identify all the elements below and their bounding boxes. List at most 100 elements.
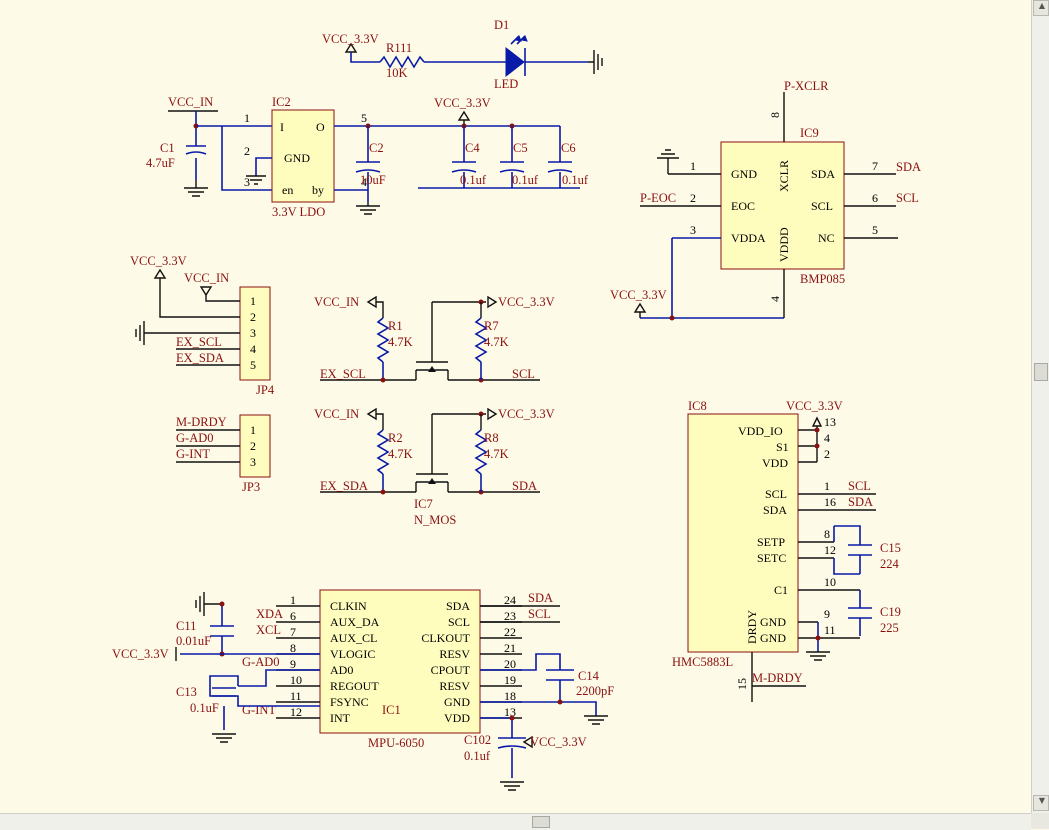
hmc-pin-num-4: 4 — [824, 431, 830, 445]
mpu-right-pin-number: 21 — [504, 641, 516, 655]
capacitor-c1-icon — [185, 145, 207, 155]
mpu-right-pin-number: 20 — [504, 657, 516, 671]
led-indicator-block: VCC_3.3V R111 10K D1 LED — [322, 18, 603, 91]
net-label-vcc33-ldo: VCC_3.3V — [434, 96, 491, 110]
ground-symbol-icon — [212, 733, 236, 743]
bmp085-pin-sda: SDA — [811, 167, 835, 181]
hmc-pin-c1: C1 — [774, 583, 788, 597]
capacitor-c2-icon — [355, 161, 381, 173]
bmp085-pin-num-5: 5 — [872, 223, 878, 237]
c2-value: 10uF — [360, 173, 386, 187]
net-label-vcc33-hmc: VCC_3.3V — [786, 399, 843, 413]
vcc-power-flag-icon — [487, 407, 498, 421]
chevron-down-icon: ▼ — [1038, 796, 1046, 805]
c5-value: 0.1uf — [512, 173, 539, 187]
bmp085-ic9-body — [720, 141, 845, 270]
net-label-vcc33-jp4: VCC_3.3V — [130, 254, 187, 268]
net-label-p-eoc: P-EOC — [640, 191, 676, 205]
net-label-vcc33-mpu: VCC_3.3V — [112, 647, 169, 661]
d1-value: LED — [494, 77, 518, 91]
capacitor-c11-icon — [210, 625, 234, 637]
bmp085-pin-nc: NC — [818, 231, 835, 245]
bmp085-block: IC9 BMP085 GND EOC VDDA SDA SCL NC XCLR … — [610, 79, 921, 321]
hmc5883l-ic8-body — [687, 413, 799, 653]
ground-symbol-icon — [195, 592, 222, 616]
net-label-mpu-g-int: G-INT — [242, 703, 276, 717]
net-label-jp3-m-drdy: M-DRDY — [176, 415, 227, 429]
ldo-pin-num-2: 2 — [244, 144, 250, 158]
hmc-pin-vdd: VDD — [762, 456, 788, 470]
capacitor-c6-icon — [547, 161, 573, 173]
mpu-left-pin-name: AD0 — [330, 663, 353, 677]
net-label-p-xclr: P-XCLR — [784, 79, 829, 93]
net-label-vccin-r2: VCC_IN — [314, 407, 359, 421]
c15-ref: C15 — [880, 541, 901, 555]
d1-ref: D1 — [494, 18, 509, 32]
c1-ref: C1 — [160, 141, 175, 155]
resistor-r1-icon — [376, 317, 390, 363]
net-label-vccin-ldo: VCC_IN — [168, 95, 213, 109]
scroll-up-button[interactable]: ▲ — [1033, 0, 1049, 16]
ldo-pin-o: O — [316, 120, 325, 134]
mpu-left-pin-name: INT — [330, 711, 351, 725]
jp4-pin-5: 5 — [250, 358, 256, 372]
mpu6050-ic1-body — [319, 589, 481, 734]
vcc-power-flag-icon — [487, 295, 498, 309]
vcc-power-flag-icon — [199, 286, 213, 297]
horizontal-scroll-thumb[interactable] — [532, 816, 550, 828]
net-label-ls-sda: SDA — [512, 479, 537, 493]
net-label-mpu-sda: SDA — [528, 591, 553, 605]
ground-symbol-icon — [584, 715, 608, 725]
r111-ref: R111 — [386, 41, 412, 55]
vertical-scroll-thumb[interactable] — [1034, 363, 1048, 381]
hmc-pin-num-16: 16 — [824, 495, 836, 509]
net-label-mpu-xda: XDA — [256, 607, 283, 621]
ldo-pin-num-3: 3 — [244, 175, 250, 189]
resistor-r8-icon — [474, 429, 488, 475]
r8-ref: R8 — [484, 431, 499, 445]
ldo-pin-i: I — [280, 120, 284, 134]
ldo-regulator-block: VCC_IN C1 4.7uF IC2 3.3V LDO I O GND en … — [146, 95, 589, 219]
vcc-power-flag-icon — [366, 295, 377, 309]
ldo-value: 3.3V LDO — [272, 205, 325, 219]
net-label-vcc33-r8: VCC_3.3V — [498, 407, 555, 421]
chevron-up-icon: ▲ — [1038, 1, 1046, 10]
jp4-ref: JP4 — [256, 383, 275, 397]
c14-value: 2200pF — [576, 684, 614, 698]
r7-value: 4.7K — [484, 335, 509, 349]
vcc-power-flag-icon — [633, 302, 647, 313]
c19-value: 225 — [880, 621, 899, 635]
resistor-r2-icon — [376, 429, 390, 475]
net-label-vccin-jp4: VCC_IN — [184, 271, 229, 285]
mpu-left-pin-number: 9 — [290, 657, 296, 671]
mpu-left-pin-number: 12 — [290, 705, 302, 719]
hmc-pin-setp: SETP — [757, 535, 785, 549]
mpu-right-pin-number: 18 — [504, 689, 516, 703]
ground-symbol-icon — [184, 180, 208, 197]
bmp085-value: BMP085 — [800, 272, 845, 286]
hmc5883l-value: HMC5883L — [672, 655, 733, 669]
horizontal-scrollbar[interactable] — [0, 813, 1031, 830]
jp3-ref: JP3 — [242, 480, 260, 494]
net-label-hmc-drdy: M-DRDY — [752, 671, 803, 685]
c14-ref: C14 — [578, 669, 600, 683]
mpu-left-pin-number: 8 — [290, 641, 296, 655]
r2-ref: R2 — [388, 431, 403, 445]
schematic-viewport[interactable]: VCC_3.3V R111 10K D1 LED VCC_IN C1 4.7uF… — [0, 0, 1031, 813]
vertical-scrollbar[interactable]: ▲ ▼ — [1031, 0, 1049, 813]
scrollbar-corner — [1031, 813, 1049, 829]
net-label-ls-ex-sda: EX_SDA — [320, 479, 368, 493]
mpu-right-pin-name: VDD — [444, 711, 470, 725]
net-label-vcc33-r7: VCC_3.3V — [498, 295, 555, 309]
scroll-down-button[interactable]: ▼ — [1033, 795, 1049, 811]
capacitor-c14-icon — [546, 669, 574, 681]
mpu-right-pin-name: RESV — [439, 679, 470, 693]
capacitor-c4-icon — [451, 161, 477, 173]
net-label-bmp-sda: SDA — [896, 160, 921, 174]
nmos-transistor-icon — [415, 302, 449, 380]
net-label-vcc33-bmp: VCC_3.3V — [610, 288, 667, 302]
hmc-pin-num-11: 11 — [824, 623, 836, 637]
c4-ref: C4 — [465, 141, 480, 155]
net-label-hmc-sda: SDA — [848, 495, 873, 509]
mpu-left-pin-number: 1 — [290, 593, 296, 607]
